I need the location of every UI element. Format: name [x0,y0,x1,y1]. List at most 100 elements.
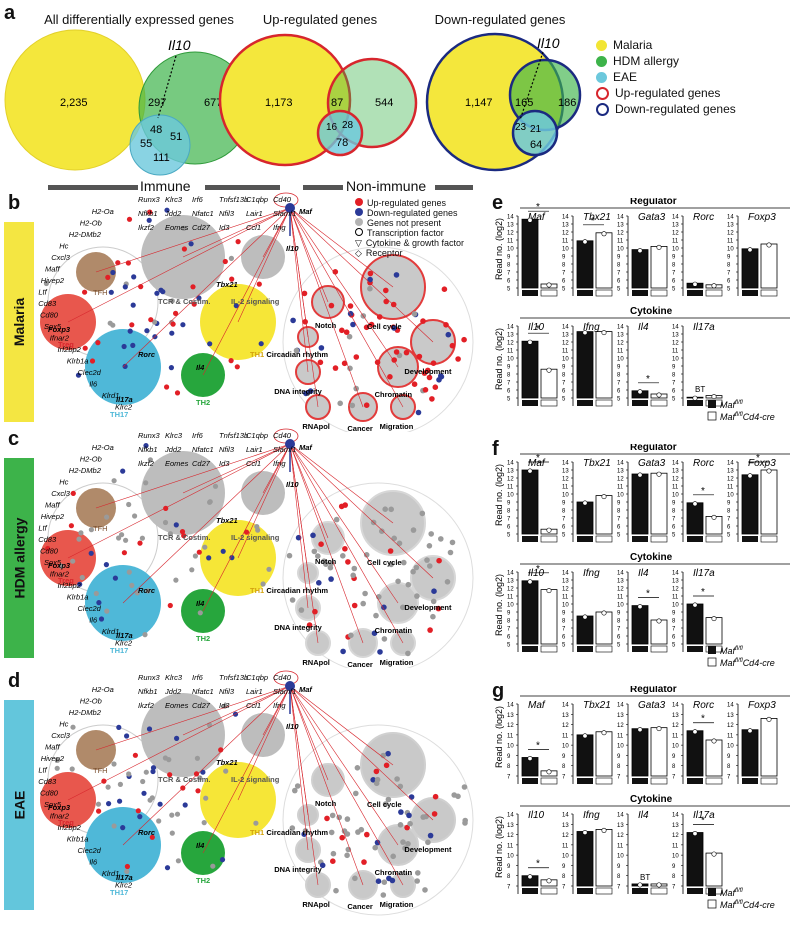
immune-gene-dot [132,752,138,758]
strip [540,645,558,653]
immune-gene-dot [147,209,153,215]
tick-label: 5 [562,533,566,539]
immune-header: Immune [140,178,191,194]
bar-foxp3-0 [741,248,759,289]
immune-gene-dot [45,545,51,552]
tick-label: 10 [617,357,624,363]
bar-rorc-1 [705,739,723,777]
tick-label: 8 [617,263,621,269]
immune-gene-dot [253,820,259,826]
gene-dot [306,622,313,628]
gene-dot [383,298,390,305]
tick-label: 8 [562,509,566,515]
gene-label: Ccl1 [246,223,261,232]
tick-label: 9 [507,365,511,371]
hub-label: Maf [299,685,313,694]
strip [595,399,613,407]
label-rorc: Rorc [138,586,156,595]
gene-dot [438,373,444,379]
legend-malaria: Malaria [596,38,736,52]
bar-foxp3-0 [741,474,759,535]
gene-dot [350,321,356,328]
gene-dot [289,597,296,603]
tick-label: 12 [672,341,679,347]
gene-dot [367,270,374,277]
strip [595,289,613,297]
tick-label: 13 [562,713,569,719]
gene-label: Hivep2 [41,754,65,763]
gene-dot [350,572,357,579]
bar-il17a-1 [705,617,723,645]
point [637,248,643,254]
immune-gene-dot [164,384,170,390]
immune-gene-dot [173,577,179,583]
immune-gene-dot [123,537,129,543]
bar-gata3-1 [650,727,668,777]
tick-label: 11 [727,733,734,739]
immune-gene-dot [140,778,146,785]
tick-label: 14 [507,571,514,577]
gene-label: Cd80 [40,311,59,320]
tick-label: 9 [727,501,731,507]
immune-gene-dot [122,363,128,369]
immune-gene-dot [104,608,110,614]
immune-gene-dot [174,390,181,396]
immune-gene-dot [149,795,155,801]
gene-dot [428,531,435,537]
sig-star: * [591,216,595,227]
tick-label: 14 [617,571,624,577]
tick-label: 7 [562,627,566,633]
cytokine-ylabel: Read no. (log2) [494,328,504,390]
point [692,395,698,401]
tick-label: 14 [672,813,679,819]
label-tbx21: Tbx21 [216,758,238,767]
strip [577,778,593,784]
immune-gene-dot [192,553,198,559]
immune-gene-dot [256,281,262,287]
gene-dot [289,825,296,831]
maf-edge [122,443,291,604]
module-label: RNApol [302,900,330,909]
tick-label: 11 [507,485,514,491]
tick-label: 7 [507,775,511,781]
gene-title: Gata3 [638,700,666,711]
point [747,247,753,253]
tick-label: 14 [672,703,679,709]
sig-star: * [536,564,540,575]
tick-label: 14 [507,325,514,331]
gene-dot [346,333,353,340]
gene-dot [422,387,429,393]
gene-dot [294,783,301,789]
maf-edge [67,207,291,323]
gene-label: Ifng [273,459,286,468]
tick-label: 5 [617,643,621,649]
bar-il10-1 [540,368,558,399]
panel-label-g: g [492,680,505,702]
tick-label: 7 [562,381,566,387]
tick-label: 12 [727,477,734,483]
gene-dot [338,503,345,510]
immune-gene-dot [144,328,150,334]
legend-hdm: HDM allergy [596,54,736,68]
gene-dot [435,605,442,612]
gene-title: Il17a [693,568,715,579]
gene-dot [307,388,314,394]
gene-dot [375,878,382,884]
gene-dot [353,354,360,360]
tick-label: 14 [507,461,514,467]
gene-label: Hivep2 [41,276,65,285]
immune-gene-dot [254,524,260,530]
gene-dot [318,541,324,547]
gene-dot [332,269,339,275]
immune-gene-dot [129,582,135,588]
point [692,602,698,608]
point [582,330,588,336]
point [546,282,552,288]
label-tfh: TFH [93,766,108,775]
label-th2: TH2 [196,398,210,407]
gene-label: H2-DMb2 [69,230,102,239]
tick-label: 9 [672,864,676,870]
